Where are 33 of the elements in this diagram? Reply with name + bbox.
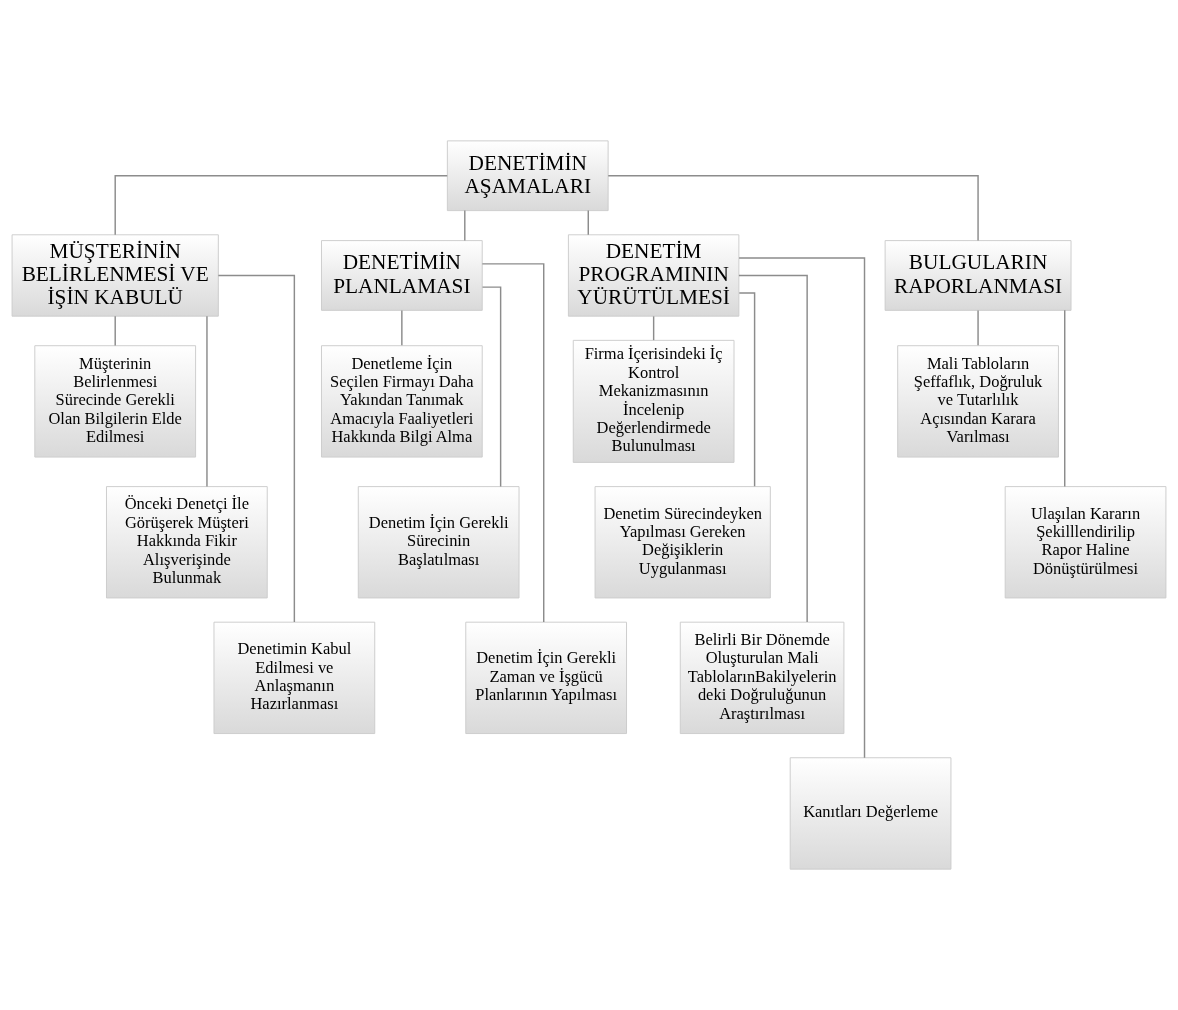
connector xyxy=(977,309,979,346)
node-box: Denetleme İçin Seçilen Firmayı Daha Yakından Tanımak Amacıyla Faaliyetleri Hakkında Bilgi Alma xyxy=(321,345,483,458)
connector xyxy=(738,274,808,623)
node-box: Firma İçerisindeki İç Kontrol Mekanizmasının İncelenip Değerlendirmede Bulunulması xyxy=(572,339,735,463)
node-box: MÜŞTERİNİN BELİRLENMESİ VE İŞİN KABULÜ xyxy=(11,234,219,317)
connector xyxy=(464,209,466,242)
node-box: DENETİM PROGRAMININ YÜRÜTÜLMESİ xyxy=(567,234,740,317)
connector xyxy=(652,315,655,341)
connector xyxy=(1064,309,1066,488)
connector xyxy=(217,274,296,623)
node-box: Denetim Sürecindeyken Yapılması Gereken Değişiklerin Uygulanması xyxy=(594,486,771,599)
connector xyxy=(206,315,208,488)
connector xyxy=(401,309,403,346)
connector xyxy=(607,175,979,242)
node-box: Müşterinin Belirlenmesi Sürecinde Gerekli Olan Bilgilerin Elde Edilmesi xyxy=(34,345,197,458)
connector xyxy=(587,209,589,236)
node-box: Denetim İçin Gerekli Zaman ve İşgücü Planlarının Yapılması xyxy=(465,621,627,735)
node-box: DENETİMİN AŞAMALARI xyxy=(446,140,609,212)
connector xyxy=(738,257,866,759)
node-box: BULGULARIN RAPORLANMASI xyxy=(884,240,1072,311)
node-box: Kanıtları Değerleme xyxy=(789,757,952,870)
node-box: Denetim İçin Gerekli Sürecinin Başlatılması xyxy=(357,486,520,599)
node-box: Mali Tabloların Şeffaflık, Doğruluk ve Tutarlılık Açısından Karara Varılması xyxy=(897,345,1059,458)
node-box: Önceki Denetçi İle Görüşerek Müşteri Hakkında Fikir Alışverişinde Bulunmak xyxy=(106,486,268,599)
connector xyxy=(114,175,448,236)
node-box: DENETİMİN PLANLAMASI xyxy=(321,240,483,311)
connector xyxy=(481,286,502,488)
node-box: Denetimin Kabul Edilmesi ve Anlaşmanın Hazırlanması xyxy=(213,621,376,735)
node-box: Belirli Bir Dönemde Oluşturulan Mali TablolarınBakilyelerin deki Doğruluğunun Araştırılması xyxy=(679,621,845,735)
connector xyxy=(114,315,116,347)
node-box: Ulaşılan Kararın Şekilllendirilip Rapor Haline Dönüştürülmesi xyxy=(1004,486,1167,599)
connector xyxy=(738,292,756,488)
connector xyxy=(481,263,545,623)
